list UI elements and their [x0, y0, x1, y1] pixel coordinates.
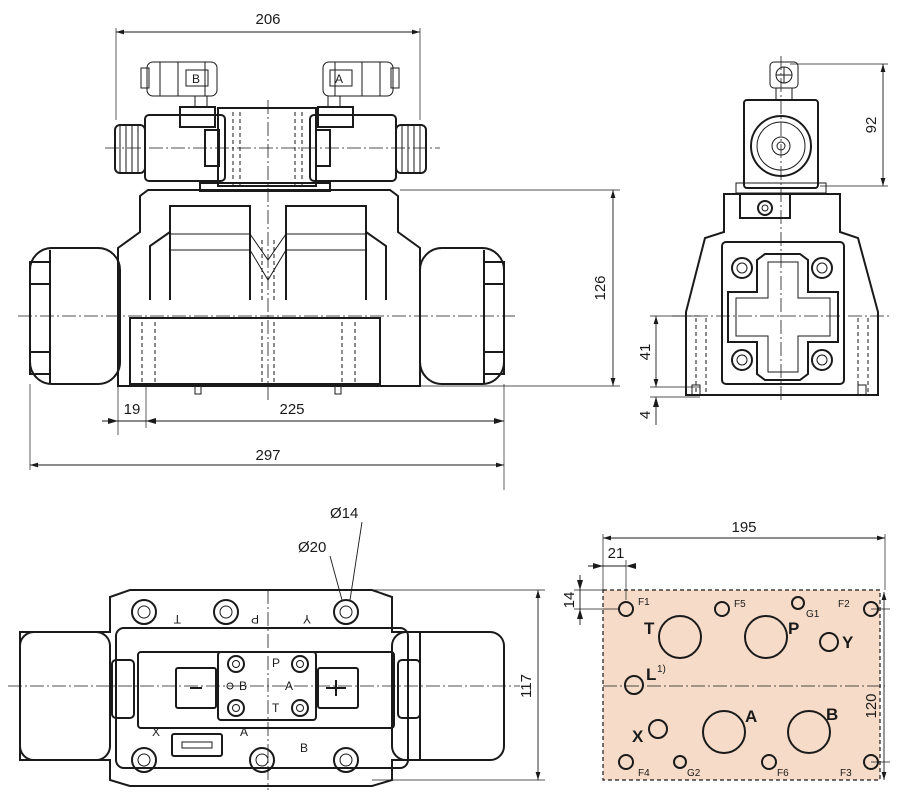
front-dimensions: 206 126 19 225 297	[29, 11, 620, 490]
plate-label-g2: G2	[687, 768, 701, 779]
plate-label-t: T	[644, 619, 655, 638]
label-x-bottom: X	[152, 725, 160, 739]
dim-206: 206	[255, 11, 280, 28]
plate-label-f2: F2	[838, 599, 850, 610]
dim-4: 4	[637, 411, 654, 419]
port-l	[624, 675, 644, 695]
plate-label-x: X	[632, 727, 644, 746]
dim-19: 19	[124, 401, 141, 418]
plate-label-a: A	[745, 707, 757, 726]
plate-label-p: P	[788, 619, 799, 638]
plate-label-b: B	[826, 705, 838, 724]
port-y	[819, 632, 839, 652]
bottom-dimensions: 117 Ø14 Ø20	[298, 505, 545, 781]
bottom-end-cap-right	[391, 631, 505, 761]
port-a	[702, 710, 746, 754]
solenoid-a-label: A	[335, 72, 343, 86]
dim-126: 126	[592, 275, 609, 300]
solenoid-nut-left	[114, 124, 146, 174]
dim-14: 14	[561, 592, 578, 609]
solenoid-nut-right	[395, 124, 427, 174]
plate-outline	[602, 589, 881, 781]
port-p	[744, 615, 788, 659]
front-view: B A	[18, 61, 515, 400]
port-t	[658, 615, 702, 659]
dim-117: 117	[518, 674, 535, 698]
dim-120: 120	[863, 693, 880, 718]
label-p-top: P	[251, 612, 259, 626]
dim-225: 225	[279, 401, 304, 418]
label-y-top: Y	[303, 612, 311, 626]
plate-dimensions: 195 21 14 120	[561, 519, 890, 780]
dim-d20: Ø20	[298, 539, 326, 556]
label-t-top: T	[173, 612, 181, 626]
side-view	[672, 56, 890, 400]
plate-label-g1: G1	[806, 609, 820, 620]
plate-label-l: L	[646, 665, 656, 684]
port-b	[787, 710, 831, 754]
dim-41: 41	[637, 344, 654, 361]
plate-label-f1: F1	[638, 597, 650, 608]
plate-label-l-note: 1)	[657, 664, 666, 675]
side-main-body	[685, 193, 879, 396]
label-b-bottom: B	[300, 741, 308, 755]
label-a-bottom: A	[240, 725, 248, 739]
main-valve-body	[117, 189, 421, 387]
solenoid-connector-left: B	[140, 61, 218, 97]
dim-297: 297	[255, 447, 280, 464]
dim-195: 195	[731, 519, 756, 536]
port-x	[648, 719, 668, 739]
solenoid-connector-right: A	[322, 61, 400, 97]
pilot-port-p: P	[272, 656, 280, 670]
plate-label-y: Y	[842, 633, 854, 652]
side-dimensions: 92 41 4	[637, 63, 888, 425]
dim-92: 92	[863, 117, 880, 134]
plate-label-f6: F6	[777, 768, 789, 779]
mounting-bolts	[131, 599, 359, 773]
bottom-view: P T B A T P Y X A B	[8, 589, 520, 790]
dim-d14: Ø14	[330, 505, 358, 522]
pilot-port-b: B	[239, 679, 247, 693]
solenoid-b-label: B	[192, 72, 200, 86]
pilot-port-t: T	[272, 701, 280, 715]
plate-label-f5: F5	[734, 599, 746, 610]
plate-label-f4: F4	[638, 768, 650, 779]
mounting-plate: T P Y L 1) X A B F1 F2 F3 F4 F5 F6 G1 G2	[602, 589, 885, 781]
dim-21: 21	[608, 545, 625, 562]
plate-label-f3: F3	[840, 768, 852, 779]
